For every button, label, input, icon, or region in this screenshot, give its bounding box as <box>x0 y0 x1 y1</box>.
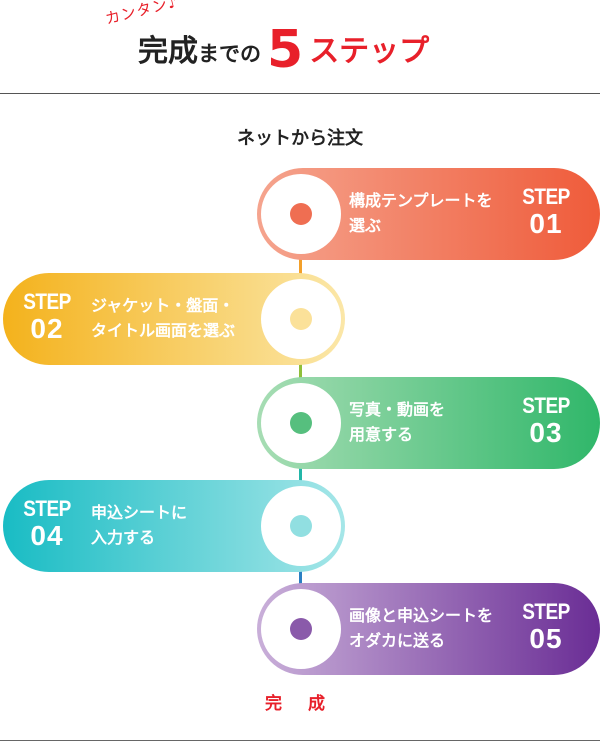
step-05-badge: STEP 05 <box>514 600 578 654</box>
step-05-ring <box>261 589 341 669</box>
step-04-card: STEP 04 申込シートに 入力する <box>3 480 345 572</box>
step-03-line-2: 用意する <box>349 425 414 444</box>
step-03-badge: STEP 03 <box>514 394 578 448</box>
step-04-badge: STEP 04 <box>15 497 79 551</box>
connector-line-2 <box>299 364 302 382</box>
step-01-card: 構成テンプレートを 選ぶ STEP 01 <box>257 168 600 260</box>
step-02-badge: STEP 02 <box>15 290 79 344</box>
step-05-line-1: 画像と申込シートを <box>349 606 494 625</box>
footer-divider <box>0 740 600 741</box>
step-03-number: 03 <box>529 417 563 448</box>
step-02-label: STEP <box>23 290 71 315</box>
step-04-description: 申込シートに 入力する <box>91 500 187 550</box>
step-01-number: 01 <box>529 208 563 239</box>
end-label: 完 成 <box>265 694 335 714</box>
step-01-ring <box>261 174 341 254</box>
header-divider <box>0 93 600 94</box>
step-03-label: STEP <box>522 394 570 419</box>
step-04-line-1: 申込シートに <box>91 503 188 522</box>
step-05-label: STEP <box>522 600 570 625</box>
title-kansei: 完成 <box>138 34 198 69</box>
step-01-line-2: 選ぶ <box>349 216 382 235</box>
start-label: ネットから注文 <box>237 128 363 149</box>
step-01-dot <box>290 203 312 225</box>
step-02-line-1: ジャケット・盤面・ <box>91 296 235 315</box>
step-03-card: 写真・動画を 用意する STEP 03 <box>257 377 600 469</box>
step-04-dot <box>290 515 312 537</box>
step-05-dot <box>290 618 312 640</box>
step-02-description: ジャケット・盤面・ タイトル画面を選ぶ <box>91 293 235 343</box>
step-05-description: 画像と申込シートを オダカに送る <box>349 603 493 653</box>
step-04-line-2: 入力する <box>91 528 156 547</box>
step-01-description: 構成テンプレートを 選ぶ <box>349 188 493 238</box>
title-madeno: までの <box>198 42 261 66</box>
step-01-badge: STEP 01 <box>514 185 578 239</box>
step-04-ring <box>261 486 341 566</box>
step-05-card: 画像と申込シートを オダカに送る STEP 05 <box>257 583 600 675</box>
connector-line-1 <box>299 258 302 276</box>
step-02-ring <box>261 279 341 359</box>
step-05-line-2: オダカに送る <box>349 631 446 650</box>
step-04-label: STEP <box>23 497 71 522</box>
step-03-description: 写真・動画を 用意する <box>349 397 445 447</box>
step-02-number: 02 <box>30 313 64 344</box>
title-steps: ステップ <box>309 34 430 69</box>
step-02-card: STEP 02 ジャケット・盤面・ タイトル画面を選ぶ <box>3 273 345 365</box>
step-03-line-1: 写真・動画を <box>349 400 446 419</box>
connector-line-4 <box>299 570 302 588</box>
step-01-line-1: 構成テンプレートを <box>349 191 493 210</box>
step-01-label: STEP <box>522 185 570 210</box>
step-03-dot <box>290 412 312 434</box>
title-number: 5 <box>267 20 304 80</box>
step-02-line-2: タイトル画面を選ぶ <box>91 321 236 340</box>
step-03-ring <box>261 383 341 463</box>
step-02-dot <box>290 308 312 330</box>
connector-line-3 <box>299 467 302 485</box>
step-04-number: 04 <box>30 520 64 551</box>
step-05-number: 05 <box>529 623 563 654</box>
